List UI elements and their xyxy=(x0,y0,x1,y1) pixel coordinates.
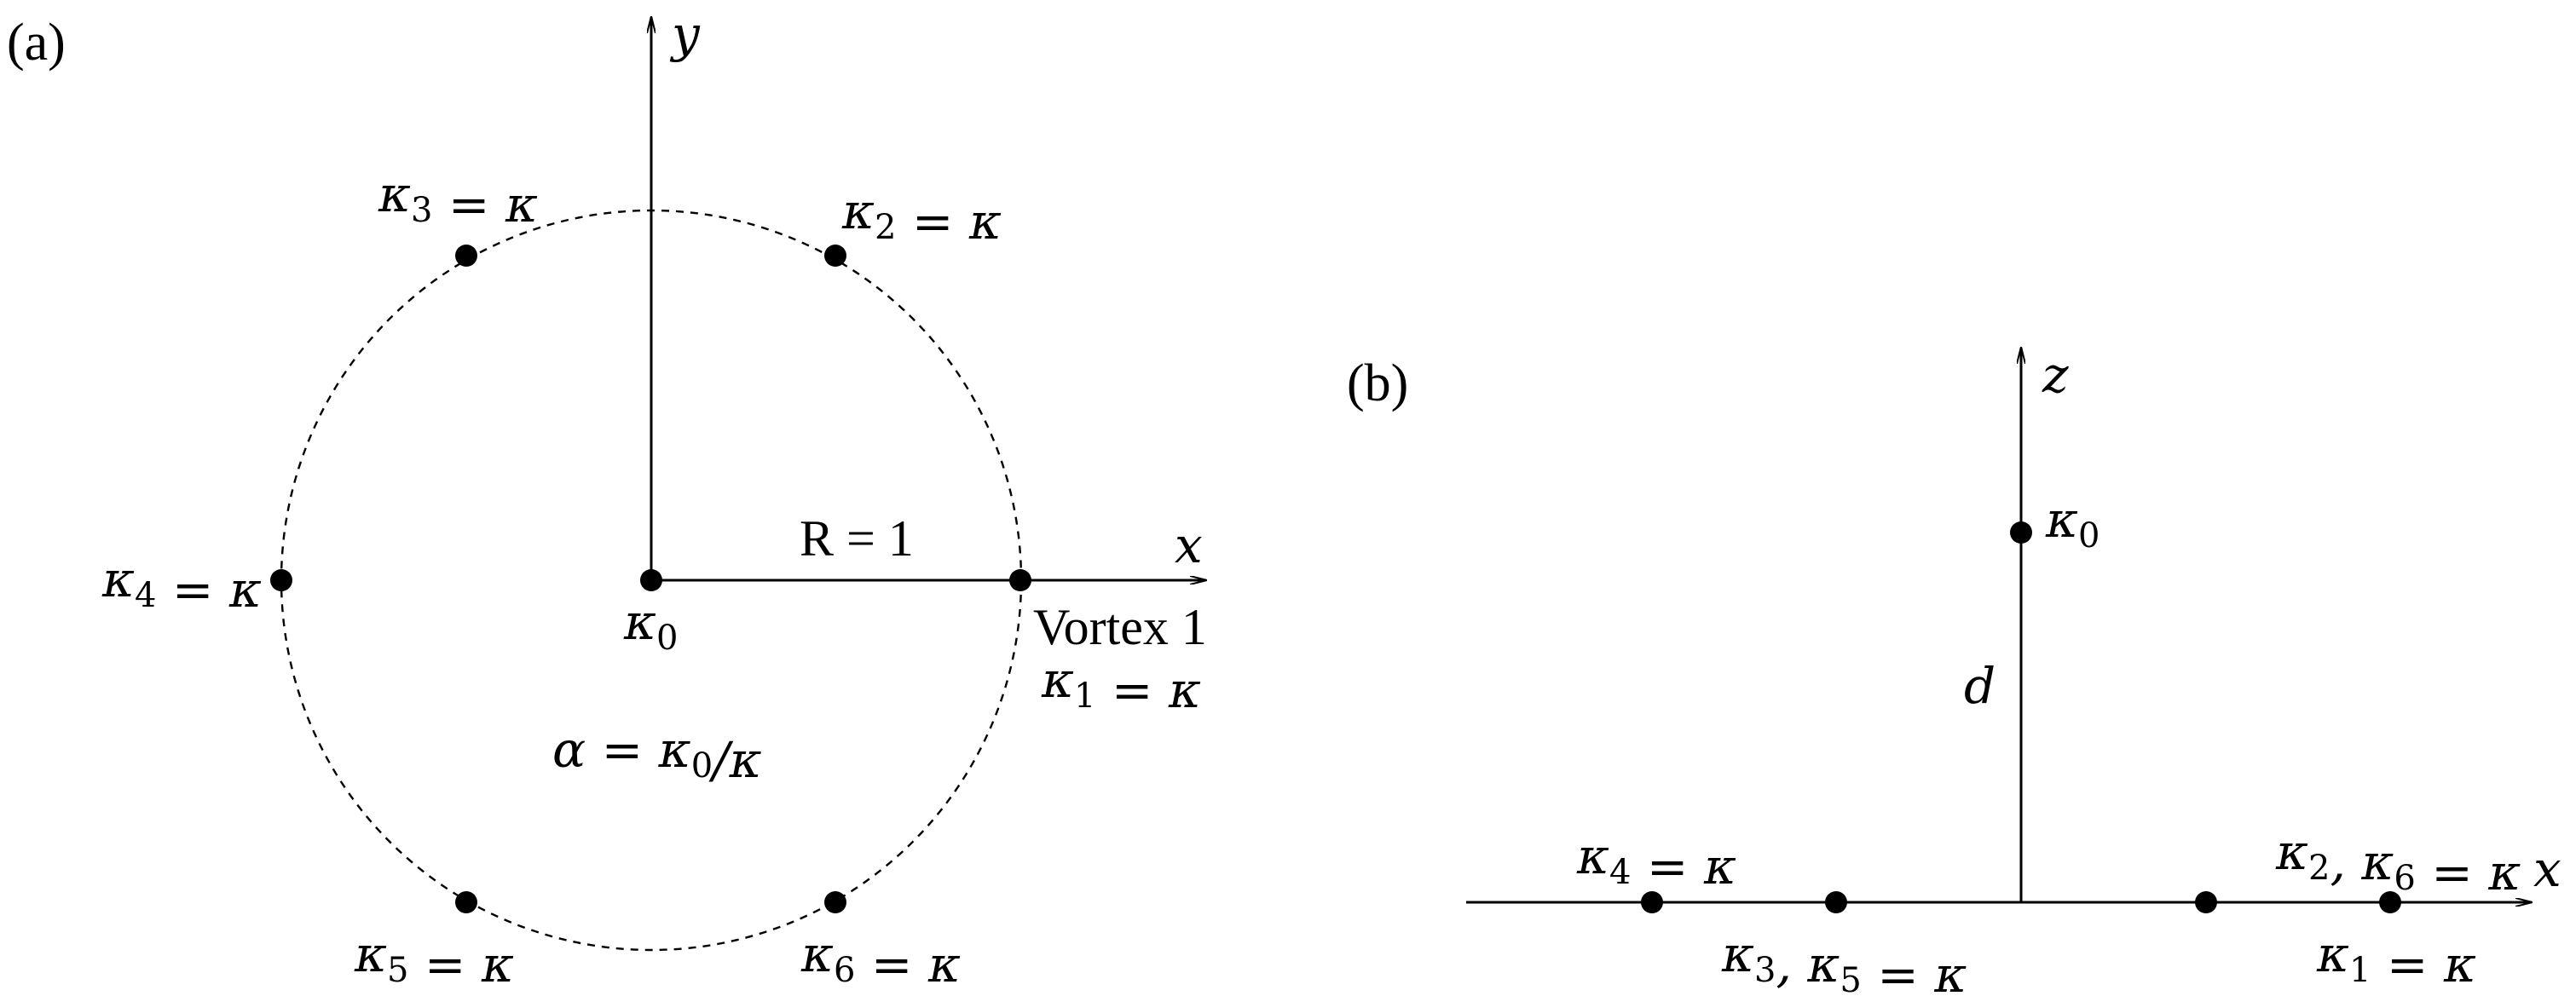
vortex-26-label-b: κ2, κ6 = κ xyxy=(2275,823,2521,901)
vortex-2-dot xyxy=(824,245,846,267)
top-vortex-dot xyxy=(2010,521,2032,544)
x-axis-b-label: x xyxy=(2533,840,2562,898)
vortex-2-label: κ2 = κ xyxy=(841,182,1002,250)
distance-label: d xyxy=(1964,657,1996,715)
vortex-1-name: Vortex 1 xyxy=(1033,599,1207,655)
x-axis-label: x xyxy=(1175,516,1203,574)
alpha-label: α = κ0/κ xyxy=(552,721,762,789)
vortex-35-dot-b xyxy=(1825,891,1847,913)
vortex-6-dot xyxy=(824,891,846,913)
vortex-3-label: κ3 = κ xyxy=(378,165,538,233)
panel-b: (b) z x κ0 d κ4 = κ κ3, κ5 = κ κ2, κ6 = … xyxy=(1347,346,2562,996)
panel-b-label: (b) xyxy=(1347,354,1408,412)
vortex-5-dot xyxy=(455,891,477,913)
center-vortex-dot xyxy=(640,569,662,591)
vortex-4-dot-b xyxy=(1641,891,1663,913)
vortex-1-label-b: κ1 = κ xyxy=(2316,925,2476,993)
vortex-26-dot-b xyxy=(2195,891,2217,913)
vortex-4-label-b: κ4 = κ xyxy=(1576,827,1736,895)
top-vortex-label: κ0 xyxy=(2045,491,2100,556)
y-axis-label: y xyxy=(669,5,701,63)
vortex-1-label: κ1 = κ xyxy=(1041,651,1201,719)
vortex-4-label: κ4 = κ xyxy=(101,550,262,619)
vortex-6-label: κ6 = κ xyxy=(800,925,961,993)
center-label: κ0 xyxy=(623,593,679,658)
vortex-35-label-b: κ3, κ5 = κ xyxy=(1721,925,1967,996)
z-axis-label: z xyxy=(2042,346,2069,404)
radius-label: R = 1 xyxy=(800,510,914,567)
vortex-5-label: κ5 = κ xyxy=(354,925,514,993)
vortex-1-dot xyxy=(1009,569,1031,591)
vortex-3-dot xyxy=(455,245,477,267)
vortex-1-dot-b xyxy=(2379,891,2401,913)
vortex-4-dot xyxy=(270,569,292,591)
panel-a-label: (a) xyxy=(7,14,66,72)
panel-a: (a) y x R = 1 κ0 Vortex 1 κ1 = κ κ2 = κ … xyxy=(7,5,1207,993)
